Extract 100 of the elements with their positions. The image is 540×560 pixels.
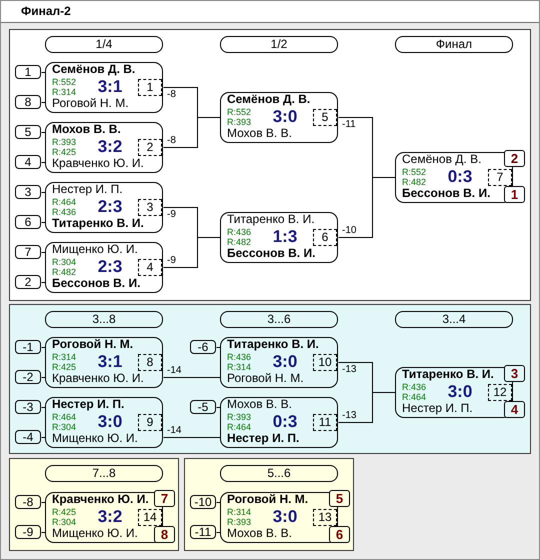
seed-connector-line	[41, 192, 46, 193]
player-name: Семёнов Д. В.	[52, 63, 136, 76]
final-place-box: 7	[154, 490, 175, 507]
player-rating: R:436	[52, 207, 76, 217]
match-number-box: 4	[138, 259, 162, 276]
player-name: Мохов В. В.	[227, 527, 292, 540]
player-rating: R:552	[227, 107, 252, 117]
match-score: 1:3	[272, 227, 298, 246]
player-name: Бессонов В. И.	[227, 247, 316, 260]
edge-label: -14	[166, 365, 182, 376]
bracket-line	[163, 377, 221, 378]
seed-connector-line	[216, 502, 221, 503]
seed-box: -11	[190, 525, 216, 539]
match-number-box: 1	[138, 79, 162, 96]
player-rating: R:304	[52, 257, 76, 267]
match-score: 3:2	[98, 507, 122, 526]
match-card	[220, 337, 338, 388]
match-score: 3:1	[98, 77, 122, 96]
player-name: Нестер И. П.	[227, 432, 300, 445]
match-score: 2:3	[98, 257, 122, 276]
round-header: 1/4	[45, 36, 163, 53]
seed-box: 1	[15, 65, 41, 79]
final-place-box: 5	[329, 490, 350, 507]
player-name: Мохов В. В.	[227, 398, 292, 411]
round-header: Финал	[395, 36, 513, 53]
seed-box: -1	[15, 340, 41, 354]
match-score: 3:0	[448, 382, 472, 401]
match-card	[220, 212, 338, 263]
edge-label: -9	[166, 209, 177, 220]
player-name: Бессонов В. И.	[402, 187, 490, 200]
bracket-panel	[184, 458, 354, 551]
player-name: Мохов В. В.	[227, 127, 292, 140]
player-rating: R:314	[227, 362, 252, 372]
edge-label: -8	[166, 89, 177, 100]
bracket-panel	[9, 458, 179, 551]
bracket-line	[163, 117, 221, 148]
player-name: Семёнов Д. В.	[402, 153, 482, 166]
final-place-box: 1	[504, 186, 525, 203]
player-name: Титаренко В. И.	[227, 338, 319, 351]
seed-connector-line	[41, 282, 46, 283]
match-score: 3:0	[272, 507, 298, 526]
match-card	[220, 92, 338, 143]
player-rating: R:314	[52, 352, 76, 362]
edge-label: -8	[166, 135, 177, 146]
final-place-box: 6	[329, 526, 350, 543]
seed-connector-line	[216, 407, 221, 408]
match-score: 3:0	[272, 352, 298, 371]
match-number-box: 13	[313, 509, 337, 526]
player-rating: R:464	[52, 197, 76, 207]
match-number-box: 5	[313, 109, 337, 126]
player-rating: R:314	[227, 507, 252, 517]
player-rating: R:304	[52, 517, 76, 527]
edge-label: -13	[341, 410, 358, 421]
match-score: 0:3	[448, 167, 472, 186]
player-rating: R:393	[227, 117, 252, 127]
player-rating: R:436	[402, 382, 426, 392]
seed-box: 7	[15, 245, 41, 259]
seed-connector-line	[41, 532, 46, 533]
match-number-box: 10	[313, 354, 337, 371]
player-rating: R:552	[402, 167, 426, 177]
match-card	[395, 152, 513, 203]
edge-label: -11	[341, 119, 357, 130]
seed-box: -6	[190, 340, 216, 354]
round-header: 7...8	[45, 465, 163, 482]
final-place-box: 3	[504, 365, 525, 382]
player-name: Нестер И. П.	[52, 398, 124, 411]
match-score: 3:0	[98, 412, 122, 431]
player-name: Кравченко Ю. И.	[52, 493, 149, 506]
player-rating: R:464	[52, 412, 76, 422]
player-rating: R:482	[402, 177, 426, 187]
seed-box: -2	[15, 370, 41, 384]
match-card	[45, 62, 163, 113]
diagram-title: Финал-2	[21, 4, 71, 18]
match-score: 0:3	[272, 412, 298, 431]
player-rating: R:552	[52, 77, 76, 87]
player-rating: R:393	[227, 517, 252, 527]
match-card	[45, 397, 163, 448]
player-rating: R:482	[52, 267, 76, 277]
match-score: 2:3	[98, 197, 122, 216]
match-score: 3:0	[272, 107, 298, 126]
bracket-line	[163, 437, 221, 438]
player-rating: R:436	[227, 227, 252, 237]
round-header: 3...6	[220, 311, 338, 328]
match-number-box: 11	[313, 414, 337, 431]
seed-box: -8	[15, 495, 41, 509]
player-name: Кравченко Ю. И.	[52, 372, 144, 385]
seed-connector-line	[41, 502, 46, 503]
round-header: 1/2	[220, 36, 338, 53]
seed-box: 2	[15, 275, 41, 289]
player-name: Нестер И. П.	[52, 183, 123, 196]
edge-label: -9	[166, 255, 177, 266]
match-number-box: 3	[138, 199, 162, 216]
player-rating: R:425	[52, 147, 76, 157]
seed-connector-line	[41, 162, 46, 163]
player-name: Титаренко В. И.	[52, 217, 144, 230]
match-card	[395, 367, 513, 418]
player-name: Мищенко Ю. И.	[52, 243, 138, 256]
match-number-box: 9	[138, 414, 162, 431]
match-number-box: 14	[138, 509, 162, 526]
player-name: Семёнов Д. В.	[227, 93, 310, 106]
